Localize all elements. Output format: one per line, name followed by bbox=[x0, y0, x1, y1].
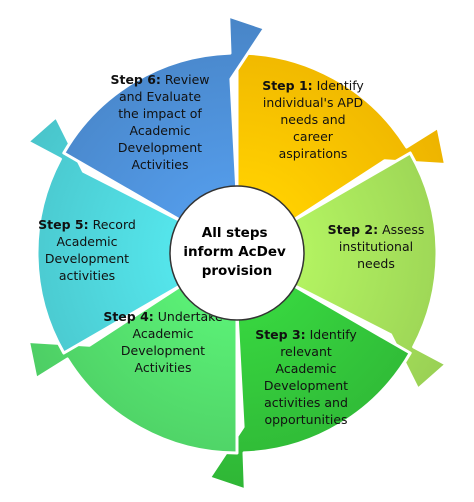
center-text: All steps inform AcDev provision bbox=[183, 225, 290, 279]
step-2-text-3: needs bbox=[357, 256, 395, 271]
step-4-text-4: Activities bbox=[134, 360, 191, 375]
center-circle bbox=[169, 185, 305, 321]
step-3-line-1: Step 3: Identify bbox=[255, 327, 357, 342]
step-6-text-5: Development bbox=[118, 140, 202, 155]
center-line-1: All steps bbox=[202, 225, 268, 241]
step-2-line-1: Step 2: Assess bbox=[328, 222, 425, 237]
center-line-3: provision bbox=[202, 263, 273, 279]
step-4-text-3: Development bbox=[121, 343, 205, 358]
step-5-text-2: Academic bbox=[56, 234, 117, 249]
step-1-text-1: Identify bbox=[317, 78, 365, 93]
step-3-text-4: Development bbox=[264, 378, 348, 393]
step-6-step-number: Step 6: bbox=[110, 72, 160, 87]
step-1-step-number: Step 1: bbox=[262, 78, 312, 93]
step-3-step-number: Step 3: bbox=[255, 327, 305, 342]
step-6-text-3: the impact of bbox=[118, 106, 202, 121]
step-4-text-2: Academic bbox=[132, 326, 193, 341]
step-3-text-3: Academic bbox=[275, 361, 336, 376]
step-5-text-4: activities bbox=[59, 268, 115, 283]
step-3-text-6: opportunities bbox=[264, 412, 347, 427]
step-5-step-number: Step 5: bbox=[38, 217, 88, 232]
step-6-text-2: and Evaluate bbox=[119, 89, 201, 104]
step-5-text-3: Development bbox=[45, 251, 129, 266]
step-3-text-2: relevant bbox=[280, 344, 332, 359]
step-6-text-4: Academic bbox=[129, 123, 190, 138]
labels-layer: Step 1: Identify individual's APD needs an… bbox=[38, 72, 424, 427]
step-6-label: Step 6: Review and Evaluate the impact of A… bbox=[110, 72, 209, 172]
step-6-text-6: Activities bbox=[131, 157, 188, 172]
step-1-text-2: individual's APD bbox=[263, 95, 363, 110]
step-3-text-5: activities and bbox=[264, 395, 348, 410]
step-5-text-1: Record bbox=[93, 217, 136, 232]
step-2-text-2: institutional bbox=[339, 239, 413, 254]
step-1-line-1: Step 1: Identify bbox=[262, 78, 364, 93]
step-2-text-1: Assess bbox=[382, 222, 424, 237]
step-3-text-1: Identify bbox=[310, 327, 358, 342]
segments-layer bbox=[26, 14, 448, 492]
step-4-step-number: Step 4: bbox=[103, 309, 153, 324]
center-line-2: inform AcDev bbox=[183, 244, 286, 260]
step-6-text-1: Review bbox=[165, 72, 210, 87]
step-1-text-5: aspirations bbox=[279, 146, 348, 161]
step-5-line-1: Step 5: Record bbox=[38, 217, 136, 232]
step-6-line-1: Step 6: Review bbox=[110, 72, 209, 87]
step-2-label: Step 2: Assess institutional needs bbox=[328, 222, 425, 271]
step-1-label: Step 1: Identify individual's APD needs an… bbox=[262, 78, 364, 161]
step-2-step-number: Step 2: bbox=[328, 222, 378, 237]
step-1-text-4: career bbox=[293, 129, 334, 144]
step-1-text-3: needs and bbox=[280, 112, 345, 127]
